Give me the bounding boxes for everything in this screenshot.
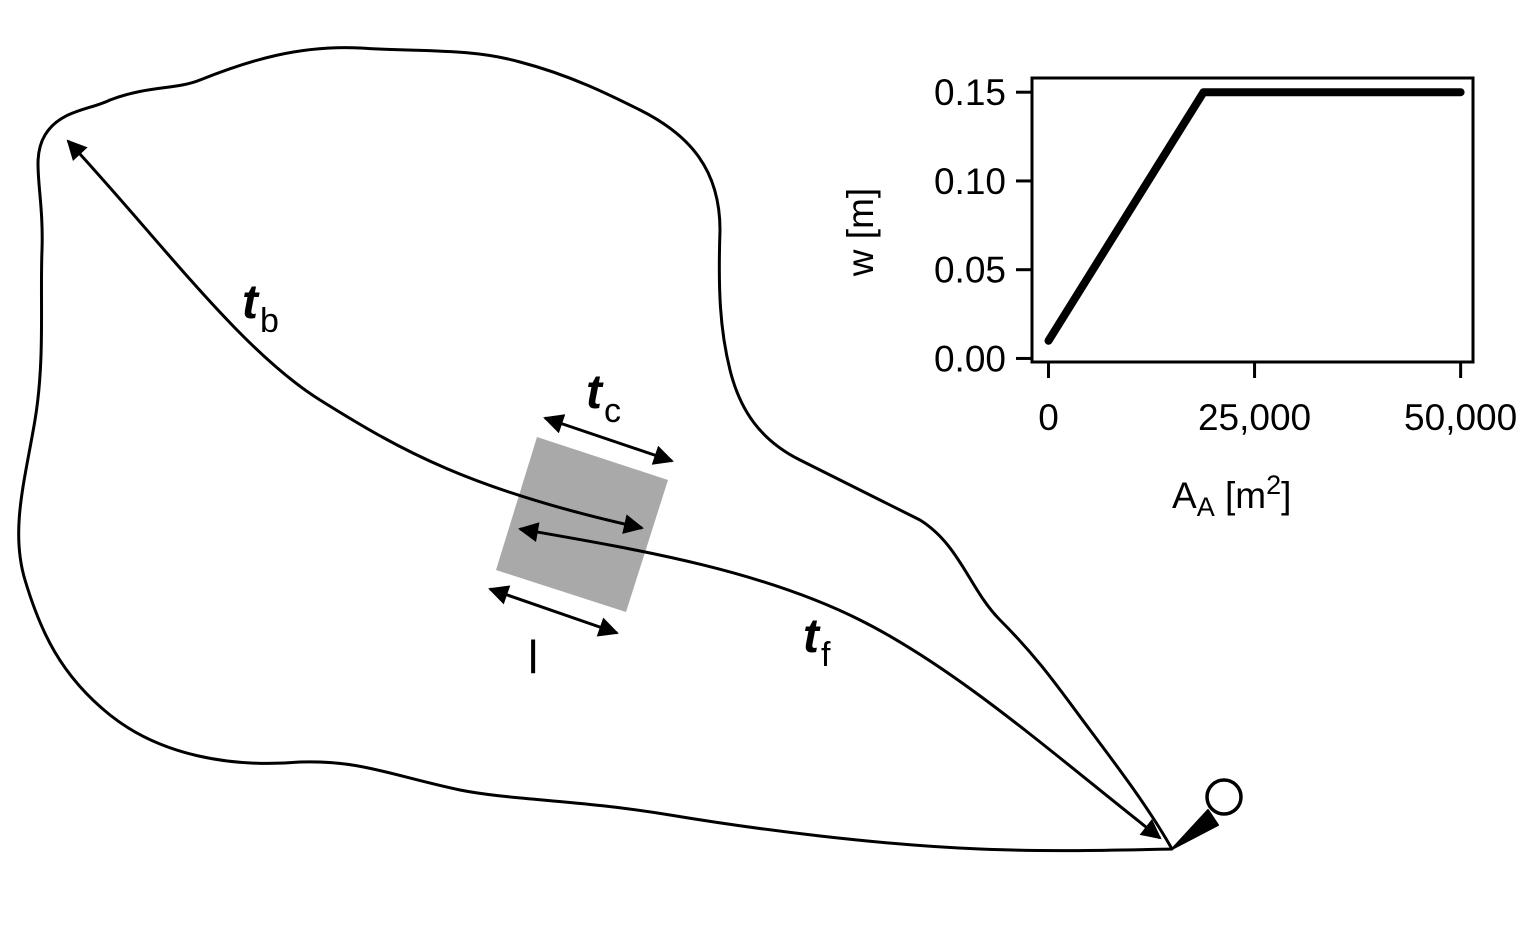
tc-double-arrow xyxy=(543,414,674,465)
outlet-marker-icon xyxy=(1171,778,1243,850)
tc-label-main: t xyxy=(586,366,604,419)
tb-label-sub: b xyxy=(260,302,279,340)
y-tick-label: 0.00 xyxy=(934,338,1006,379)
tc-label-sub: c xyxy=(604,392,621,430)
plot-frame xyxy=(1030,76,1475,364)
tf-label-main: t xyxy=(803,610,821,663)
channel-element-patch xyxy=(496,437,668,612)
x-axis: 0 25,000 50,000 xyxy=(1038,362,1517,438)
y-tick-label: 0.15 xyxy=(934,72,1006,113)
y-tick-label: 0.05 xyxy=(934,250,1006,291)
l-label: l xyxy=(528,631,538,683)
x-axis-label: AA [m2] xyxy=(1172,470,1291,522)
tb-flow-arrow xyxy=(66,139,644,534)
l-double-arrow xyxy=(488,585,619,637)
tb-label-main: t xyxy=(242,276,260,329)
y-axis: 0.00 0.05 0.10 0.15 xyxy=(934,72,1032,379)
series-line-w xyxy=(1044,88,1465,345)
catchment-outline xyxy=(17,46,1174,853)
x-axis-label-tail: [m xyxy=(1215,475,1266,516)
x-axis-label-sub: A xyxy=(1197,492,1215,522)
tf-label-sub: f xyxy=(821,636,831,674)
x-axis-label-close: ] xyxy=(1281,475,1291,516)
inset-chart: 0.00 0.05 0.10 0.15 0 25,000 50,000 w [m] AA … xyxy=(840,72,1517,522)
x-tick-label: 50,000 xyxy=(1404,397,1517,438)
x-tick-label: 25,000 xyxy=(1198,397,1311,438)
y-tick-label: 0.10 xyxy=(934,161,1006,202)
tc-label: tc xyxy=(586,366,621,430)
x-axis-label-main: A xyxy=(1172,475,1197,516)
y-axis-label: w [m] xyxy=(840,188,881,277)
x-axis-label-sup: 2 xyxy=(1266,470,1281,500)
tb-label: tb xyxy=(242,276,279,340)
tf-label: tf xyxy=(803,610,831,674)
tf-flow-arrow xyxy=(518,522,1162,840)
x-tick-label: 0 xyxy=(1038,397,1059,438)
